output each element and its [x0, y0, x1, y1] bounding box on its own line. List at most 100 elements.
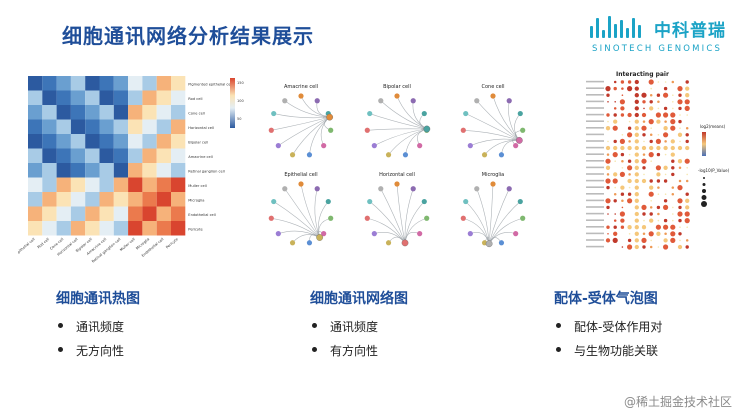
network-edge: [314, 188, 320, 238]
network-panel-title: Microglia: [482, 172, 504, 178]
bubble-dot: [619, 211, 625, 217]
watermark: @稀土掘金技术社区: [623, 395, 732, 409]
heatmap-cell: [142, 148, 157, 163]
heatmap-cell: [56, 134, 71, 149]
network-edge: [292, 116, 330, 155]
bubble-dot: [656, 179, 661, 183]
bubble-dot: [628, 120, 631, 123]
bubble-dot: [606, 173, 610, 176]
bubble-size-legend: [701, 201, 707, 207]
network-panel: Microglia: [460, 172, 526, 248]
network-hub-node: [326, 113, 334, 121]
bubble-row-label-stub: [586, 245, 604, 248]
network-node: [364, 127, 370, 133]
heatmap-cell: [99, 105, 114, 120]
bubble-dot: [634, 231, 639, 236]
bubble-dot: [606, 113, 610, 117]
heatmap-row-label: Bipolar cell: [188, 140, 208, 144]
bubble-dot: [672, 219, 674, 222]
heatmap-row-label: Horizontal cell: [188, 126, 214, 130]
bubble-dot: [649, 139, 653, 144]
bubble-dot: [648, 191, 654, 197]
bubble-dot: [672, 213, 674, 215]
heatmap-cell: [70, 119, 86, 134]
bubble-dot: [642, 153, 646, 156]
network-edge: [404, 217, 427, 243]
bubble-dot: [684, 211, 690, 217]
network-hub-node: [316, 234, 323, 241]
heatmap-cell: [56, 76, 71, 91]
bubble-dot: [634, 218, 639, 223]
heatmap-cell: [128, 206, 143, 221]
company-logo: 中科普瑞 SINOTECH GENOMICS: [590, 8, 738, 60]
bubble-dot: [664, 81, 667, 83]
bubble-dot: [677, 99, 683, 105]
bubble-dot: [663, 145, 668, 151]
heatmap-cell: [42, 163, 57, 178]
bubble-dot: [685, 126, 689, 130]
network-panel-title: Cone cell: [482, 84, 505, 90]
bubble-dot: [641, 112, 647, 118]
bubble-dot: [613, 86, 617, 91]
bubble-dot: [663, 244, 669, 250]
bubble-dot: [650, 127, 652, 129]
bubble-dot: [649, 245, 653, 249]
heatmap-cell: [56, 177, 71, 192]
bubble-dot: [634, 93, 639, 98]
network-edge: [404, 188, 414, 243]
bubble-dot: [678, 119, 682, 124]
bubble-dot: [670, 152, 675, 157]
bubble-dot: [648, 231, 654, 237]
bubble-dot: [656, 172, 661, 177]
heatmap-cell: [128, 105, 143, 120]
bubble-row-label-stub: [586, 113, 604, 116]
bubble-dot: [607, 140, 609, 143]
heatmap-cell: [28, 177, 43, 192]
bubble-row-label-stub: [586, 94, 604, 96]
heatmap-cell: [99, 221, 114, 236]
bubble-legend-title: log2(means): [700, 124, 726, 129]
bubble-dot: [627, 145, 632, 151]
bubble-dot: [620, 192, 625, 196]
bubble-dot: [620, 185, 625, 190]
heatmap-cell: [113, 90, 129, 105]
heatmap-cell: [28, 90, 43, 105]
network-edge: [271, 217, 320, 238]
bubble-colorbar: [702, 132, 706, 156]
heatmap-cell: [42, 134, 57, 149]
bubble-dot: [641, 178, 647, 184]
bubble-dot: [606, 93, 610, 97]
heatmap-cell: [171, 90, 186, 105]
network-node: [474, 98, 480, 104]
bubble-dot: [663, 132, 669, 138]
bubble-dot: [614, 160, 616, 162]
heatmap-row-label: Microglia: [188, 198, 204, 202]
bubble-row-label-stub: [586, 199, 604, 202]
network-node: [275, 143, 281, 149]
bubble-row-label-stub: [586, 100, 604, 103]
bubble-dot: [670, 112, 676, 118]
bubble-dot: [613, 80, 617, 84]
heatmap-cell: [99, 134, 114, 149]
bubble-dot: [607, 120, 609, 123]
network-node: [371, 143, 377, 149]
bubble-dot: [634, 192, 639, 197]
heatmap-cell: [142, 192, 157, 207]
bubble-dot: [613, 172, 618, 177]
heatmap-cell: [85, 192, 100, 207]
bubble-dot: [605, 158, 611, 164]
heatmap-row-label: Retinal ganglion cell: [188, 169, 224, 173]
bubble-dot: [663, 204, 669, 210]
bubble-dot: [641, 92, 647, 98]
heatmap-colorbar: [230, 78, 235, 128]
bubble-dot: [621, 246, 624, 248]
heatmap-col-label: Muller cell: [119, 237, 136, 252]
network-node: [460, 127, 466, 133]
heatmap-cell: [171, 163, 186, 178]
bubble-dot: [670, 145, 675, 151]
bubble-dot: [606, 205, 610, 210]
bubble-dot: [656, 93, 661, 97]
heatmap-legend-tick: 50: [237, 117, 241, 121]
bubble-dot: [619, 99, 625, 105]
heatmap-cell: [56, 163, 71, 178]
